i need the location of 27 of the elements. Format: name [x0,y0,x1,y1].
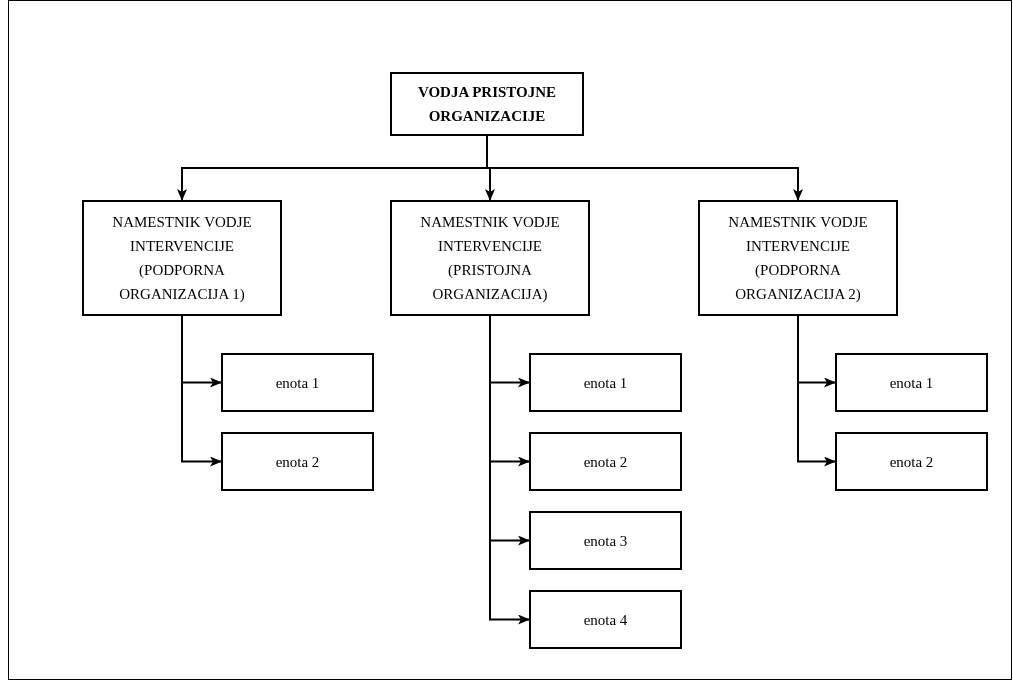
unit-box [529,590,682,649]
unit-box [529,511,682,570]
box-label: enota 1 [889,373,934,393]
unit-box [835,432,988,491]
box-label: enota 1 [583,373,628,393]
arrow [797,315,836,467]
unit-box [221,353,374,412]
box-label: VODJA PRISTOJNE ORGANIZACIJE [416,83,558,126]
box-label: enota 4 [583,610,628,630]
box-label: NAMESTNIK VODJE INTERVENCIJE (PRISTOJNA ORGANIZACIJA) [419,213,561,304]
arrow [489,315,530,625]
box-label: enota 2 [583,452,628,472]
box-label: enota 3 [583,531,628,551]
arrow [181,315,222,467]
unit-box [529,353,682,412]
box-label: NAMESTNIK VODJE INTERVENCIJE (PODPORNA ORGANIZACIJA 1) [111,213,253,304]
box-label: enota 2 [275,452,320,472]
unit-box [529,432,682,491]
leader-box [390,72,584,136]
deputy-box [698,200,898,316]
box-label: NAMESTNIK VODJE INTERVENCIJE (PODPORNA ORGANIZACIJA 2) [727,213,869,304]
deputy-box [82,200,282,316]
unit-box [835,353,988,412]
box-label: enota 1 [275,373,320,393]
box-label: enota 2 [889,452,934,472]
unit-box [221,432,374,491]
deputy-box [390,200,590,316]
